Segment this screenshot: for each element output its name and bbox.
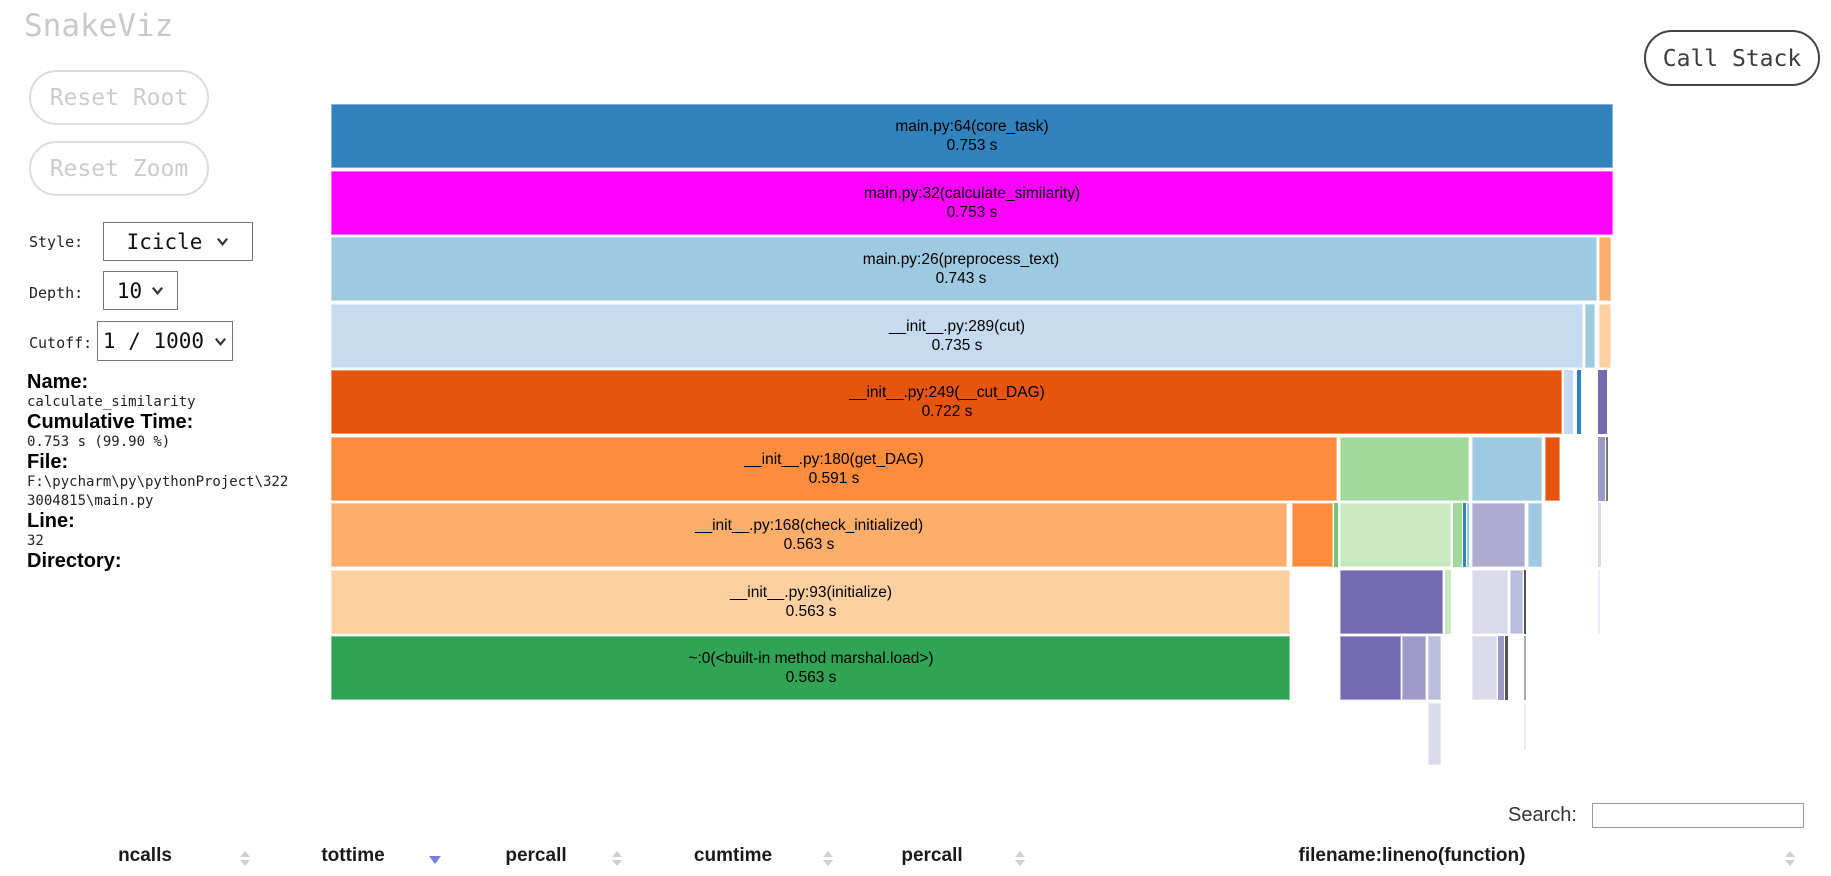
- sort-desc-arrow-icon: [429, 856, 441, 864]
- sort-up-arrow-icon: [240, 851, 250, 857]
- icicle-segment[interactable]: [331, 104, 1613, 168]
- icicle-segment[interactable]: [331, 370, 1562, 434]
- sort-icon-active-desc[interactable]: [429, 851, 441, 864]
- cutoff-select[interactable]: 1 / 1000: [97, 321, 233, 361]
- icicle-segment[interactable]: [1428, 636, 1441, 700]
- sort-icon[interactable]: [823, 851, 833, 866]
- sort-up-arrow-icon: [1015, 851, 1025, 857]
- icicle-segment[interactable]: [1498, 636, 1504, 700]
- column-header-percall[interactable]: percall: [505, 845, 567, 866]
- sort-up-arrow-icon: [612, 851, 622, 857]
- directory-label: Directory:: [27, 550, 122, 572]
- icicle-segment[interactable]: [1585, 303, 1595, 368]
- sort-up-arrow-icon: [1785, 851, 1795, 857]
- reset-zoom-button[interactable]: Reset Zoom: [29, 141, 209, 196]
- sort-down-arrow-icon: [1785, 860, 1795, 866]
- style-label: Style:: [29, 233, 84, 251]
- sort-icon[interactable]: [1015, 851, 1025, 866]
- depth-label: Depth:: [29, 284, 84, 302]
- icicle-segment[interactable]: [1334, 503, 1338, 567]
- file-value: F:\pycharm\py\pythonProject\3223004815\m…: [27, 474, 289, 509]
- sort-down-arrow-icon: [1015, 860, 1025, 866]
- app-title: SnakeViz: [24, 8, 174, 44]
- icicle-segment[interactable]: [1598, 503, 1601, 567]
- icicle-segment[interactable]: [1598, 370, 1607, 434]
- icicle-segment[interactable]: [1524, 569, 1526, 634]
- sort-up-arrow-icon: [823, 851, 833, 857]
- icicle-segment[interactable]: [331, 170, 1613, 235]
- icicle-segment[interactable]: [1472, 436, 1542, 501]
- icicle-segment[interactable]: [1524, 702, 1526, 750]
- column-header-cumtime[interactable]: cumtime: [693, 845, 773, 866]
- call-stack-button[interactable]: Call Stack: [1644, 30, 1820, 86]
- icicle-segment[interactable]: [1472, 636, 1497, 700]
- sort-down-arrow-icon: [240, 860, 250, 866]
- name-value: calculate_similarity: [27, 394, 196, 410]
- cumulative-time-value: 0.753 s (99.90 %): [27, 434, 171, 450]
- search-input[interactable]: [1592, 803, 1804, 828]
- icicle-segment[interactable]: [1599, 237, 1611, 301]
- icicle-segment[interactable]: [1340, 503, 1451, 567]
- icicle-segment[interactable]: [1428, 702, 1441, 765]
- sort-icon[interactable]: [1785, 851, 1795, 866]
- icicle-segment[interactable]: [1340, 436, 1469, 501]
- icicle-segment[interactable]: [1340, 636, 1401, 700]
- icicle-segment[interactable]: [1524, 636, 1526, 700]
- style-select-value: Icicle: [126, 229, 203, 254]
- column-header-filename[interactable]: filename:lineno(function): [1298, 845, 1526, 866]
- icicle-segment[interactable]: [1292, 503, 1333, 567]
- icicle-segment[interactable]: [331, 569, 1290, 634]
- icicle-segment[interactable]: [1453, 503, 1462, 567]
- icicle-segment[interactable]: [1599, 303, 1611, 368]
- icicle-segment[interactable]: [1598, 569, 1600, 634]
- line-value: 32: [27, 533, 44, 549]
- column-header-tottime[interactable]: tottime: [321, 845, 385, 866]
- cumulative-time-label: Cumulative Time:: [27, 411, 194, 433]
- line-label: Line:: [27, 510, 75, 532]
- icicle-segment[interactable]: [1472, 569, 1508, 634]
- icicle-segment[interactable]: [1445, 569, 1451, 634]
- column-header-percall-2[interactable]: percall: [901, 845, 963, 866]
- chevron-down-icon: [217, 238, 229, 247]
- cutoff-select-value: 1 / 1000: [102, 329, 205, 353]
- reset-root-button[interactable]: Reset Root: [29, 70, 209, 125]
- file-label: File:: [27, 451, 69, 473]
- icicle-segment[interactable]: [1463, 503, 1466, 567]
- icicle-segment[interactable]: [1606, 436, 1608, 501]
- icicle-segment[interactable]: [1472, 503, 1525, 567]
- sort-icon[interactable]: [240, 851, 250, 866]
- icicle-segment[interactable]: [1577, 370, 1581, 434]
- icicle-segment[interactable]: [1510, 569, 1523, 634]
- icicle-segment[interactable]: [1598, 436, 1605, 501]
- icicle-segment[interactable]: [1564, 370, 1573, 434]
- icicle-segment[interactable]: [1545, 436, 1560, 501]
- sort-down-arrow-icon: [823, 860, 833, 866]
- icicle-segment[interactable]: [331, 237, 1597, 301]
- column-header-ncalls[interactable]: ncalls: [118, 845, 172, 866]
- icicle-segment[interactable]: [331, 636, 1290, 700]
- depth-select-value: 10: [116, 278, 143, 303]
- cutoff-label: Cutoff:: [29, 334, 93, 352]
- chevron-down-icon: [152, 287, 164, 296]
- name-label: Name:: [27, 371, 89, 393]
- sort-down-arrow-icon: [612, 860, 622, 866]
- search-label: Search:: [1508, 804, 1577, 826]
- icicle-segment[interactable]: [331, 436, 1337, 501]
- chevron-down-icon: [215, 337, 227, 346]
- icicle-segment[interactable]: [1340, 569, 1443, 634]
- style-select[interactable]: Icicle: [103, 222, 253, 261]
- icicle-segment[interactable]: [1505, 636, 1508, 700]
- icicle-segment[interactable]: [1402, 636, 1426, 700]
- icicle-segment[interactable]: [331, 503, 1287, 567]
- depth-select[interactable]: 10: [103, 271, 178, 310]
- icicle-segment[interactable]: [1467, 503, 1469, 567]
- sort-icon[interactable]: [612, 851, 622, 866]
- selection-info-panel: Name: calculate_similarity Cumulative Ti…: [27, 372, 293, 572]
- icicle-segment[interactable]: [331, 303, 1583, 368]
- icicle-segment[interactable]: [1528, 503, 1542, 567]
